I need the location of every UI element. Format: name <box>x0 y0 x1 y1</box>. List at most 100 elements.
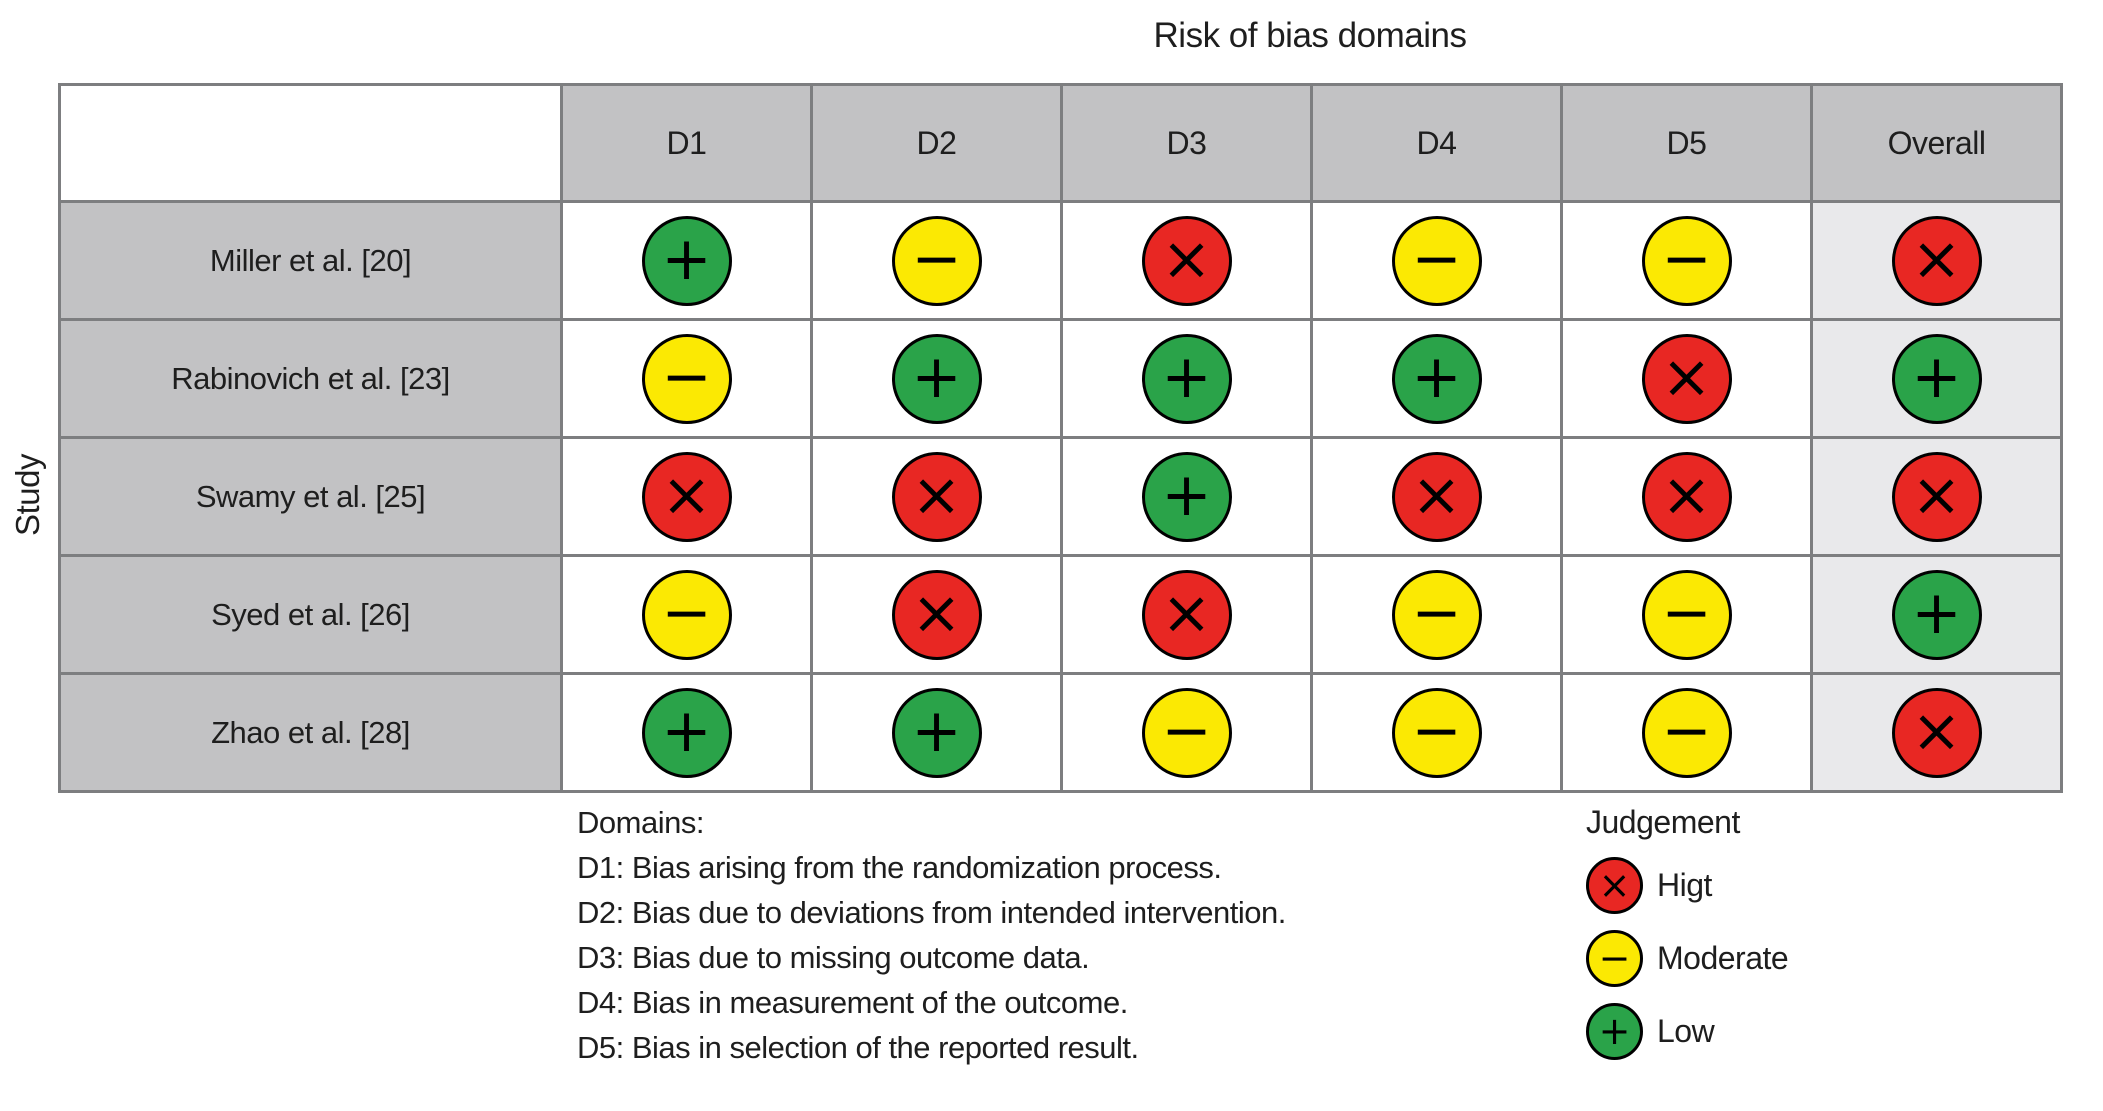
study-axis-text: Study <box>9 454 47 536</box>
column-header-d4: D4 <box>1310 83 1563 203</box>
footnote-d3: D3: Bias due to missing outcome data. <box>577 940 1090 975</box>
judgement-symbol: + <box>911 695 962 766</box>
footnote-d1: D1: Bias arising from the randomization … <box>577 850 1222 885</box>
judgement-symbol: × <box>1661 341 1712 412</box>
judgement-icon: × <box>1641 333 1732 424</box>
judgement-symbol: − <box>1411 223 1462 294</box>
judgement-cell: + <box>810 672 1063 793</box>
figure-title: Risk of bias domains <box>1153 16 1467 55</box>
column-header-d3: D3 <box>1060 83 1313 203</box>
judgement-symbol: − <box>1661 695 1712 766</box>
judgement-symbol: + <box>1411 341 1462 412</box>
judgement-symbol: − <box>661 341 712 412</box>
judgement-symbol: × <box>911 459 962 530</box>
judgement-icon: × <box>641 451 732 542</box>
judgement-cell: − <box>1560 672 1813 793</box>
judgement-symbol: − <box>911 223 962 294</box>
judgement-cell: + <box>560 672 813 793</box>
judgement-icon: × <box>1891 687 1982 778</box>
judgement-icon: − <box>1391 569 1482 660</box>
judgement-symbol: × <box>1161 223 1212 294</box>
judgement-icon: − <box>641 569 732 660</box>
judgement-symbol: − <box>661 577 712 648</box>
judgement-symbol: − <box>1161 695 1212 766</box>
corner-cell <box>58 83 563 203</box>
judgement-icon: × <box>1141 215 1232 306</box>
study-axis-label: Study <box>0 200 56 790</box>
judgement-icon: × <box>1641 451 1732 542</box>
table-row: Zhao et al. [28] + + − − − × <box>58 672 2063 793</box>
table-row: Syed et al. [26] − × × − − + <box>58 554 2063 675</box>
row-label: Miller et al. [20] <box>58 200 563 321</box>
low-risk-icon: + <box>1586 1003 1643 1060</box>
judgement-symbol: + <box>661 223 712 294</box>
judgement-icon: + <box>1891 569 1982 660</box>
legend-label-moderate: Moderate <box>1657 940 1789 976</box>
row-label: Rabinovich et al. [23] <box>58 318 563 439</box>
judgement-cell: + <box>560 200 813 321</box>
column-header-overall: Overall <box>1810 83 2063 203</box>
judgement-icon: − <box>891 215 982 306</box>
judgement-icon: − <box>1391 215 1482 306</box>
judgement-cell: − <box>560 554 813 675</box>
judgement-cell: − <box>1560 554 1813 675</box>
judgement-cell: × <box>1060 554 1313 675</box>
judgement-symbol: − <box>1411 577 1462 648</box>
header-row: D1 D2 D3 D4 D5 Overall <box>58 83 2063 203</box>
legend-label-high: Higt <box>1657 867 1712 903</box>
judgement-icon: − <box>1641 687 1732 778</box>
judgement-icon: × <box>1891 451 1982 542</box>
judgement-cell: × <box>1310 436 1563 557</box>
table-row: Swamy et al. [25] × × + × × × <box>58 436 2063 557</box>
judgement-icon: − <box>1641 569 1732 660</box>
overall-judgement-cell: + <box>1810 554 2063 675</box>
judgement-cell: + <box>1060 318 1313 439</box>
judgement-symbol: − <box>1411 695 1462 766</box>
judgement-cell: + <box>1060 436 1313 557</box>
judgement-cell: − <box>1310 200 1563 321</box>
footnote-d2: D2: Bias due to deviations from intended… <box>577 895 1286 930</box>
judgement-icon: × <box>891 451 982 542</box>
domain-footnotes: Domains: D1: Bias arising from the rando… <box>577 800 1286 1070</box>
judgement-icon: × <box>891 569 982 660</box>
judgement-icon: + <box>1891 333 1982 424</box>
judgement-symbol: × <box>1598 862 1631 907</box>
column-header-d2: D2 <box>810 83 1063 203</box>
overall-judgement-cell: × <box>1810 436 2063 557</box>
overall-judgement-cell: × <box>1810 200 2063 321</box>
judgement-icon: + <box>891 333 982 424</box>
judgement-icon: − <box>1641 215 1732 306</box>
judgement-symbol: × <box>1161 577 1212 648</box>
footnotes-heading: Domains: <box>577 805 704 840</box>
column-header-d5: D5 <box>1560 83 1813 203</box>
judgement-icon: + <box>641 687 732 778</box>
judgement-cell: × <box>1560 318 1813 439</box>
judgement-cell: + <box>810 318 1063 439</box>
overall-judgement-cell: + <box>1810 318 2063 439</box>
judgement-cell: × <box>560 436 813 557</box>
judgement-icon: + <box>1391 333 1482 424</box>
judgement-symbol: × <box>1661 459 1712 530</box>
legend-label-low: Low <box>1657 1013 1715 1049</box>
judgement-cell: × <box>1560 436 1813 557</box>
judgement-cell: × <box>810 554 1063 675</box>
overall-judgement-cell: × <box>1810 672 2063 793</box>
row-label: Swamy et al. [25] <box>58 436 563 557</box>
judgement-icon: × <box>1891 215 1982 306</box>
judgement-symbol: × <box>661 459 712 530</box>
judgement-symbol: × <box>911 577 962 648</box>
row-label: Syed et al. [26] <box>58 554 563 675</box>
judgement-symbol: − <box>1598 935 1631 980</box>
judgement-cell: − <box>810 200 1063 321</box>
footnote-d4: D4: Bias in measurement of the outcome. <box>577 985 1128 1020</box>
legend-item-low: + Low <box>1586 1003 1788 1060</box>
judgement-icon: + <box>1141 451 1232 542</box>
table-row: Rabinovich et al. [23] − + + + × + <box>58 318 2063 439</box>
judgement-cell: − <box>560 318 813 439</box>
judgement-cell: − <box>1310 554 1563 675</box>
footnote-d5: D5: Bias in selection of the reported re… <box>577 1030 1139 1065</box>
judgement-icon: − <box>641 333 732 424</box>
judgement-symbol: − <box>1661 223 1712 294</box>
risk-of-bias-table: D1 D2 D3 D4 D5 Overall Miller et al. [20… <box>58 83 2063 793</box>
